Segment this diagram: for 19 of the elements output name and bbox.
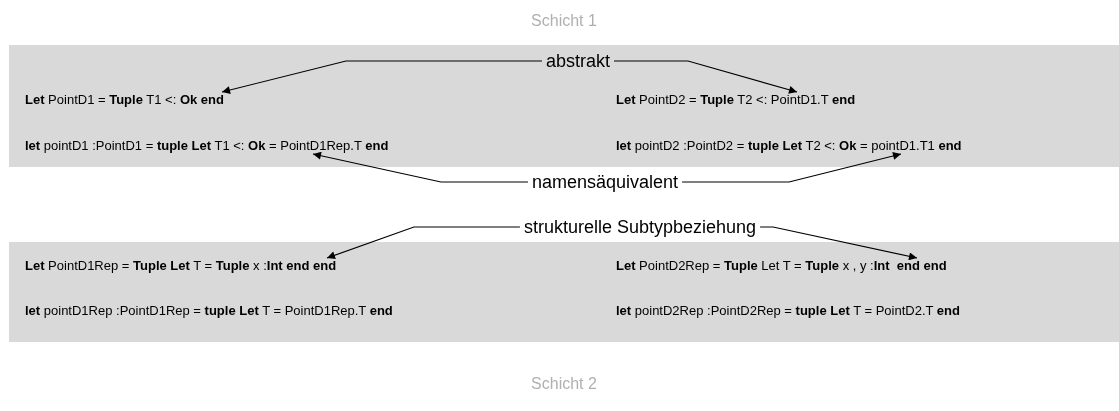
leader-arrow bbox=[326, 226, 521, 260]
layer-heading: Schicht 1 bbox=[531, 11, 597, 31]
leader-arrow bbox=[221, 60, 543, 94]
relation-label: abstrakt bbox=[542, 50, 614, 72]
layer-heading: Schicht 2 bbox=[531, 374, 597, 394]
code-line: let pointD1Rep :PointD1Rep = tuple Let T = PointD1Rep.T end bbox=[25, 303, 393, 319]
code-line: let pointD1 :PointD1 = tuple Let T1 <: Ok = PointD1Rep.T end bbox=[25, 138, 389, 154]
leader-arrow bbox=[312, 151, 529, 183]
code-line: Let PointD1 = Tuple T1 <: Ok end bbox=[25, 92, 224, 108]
relation-label: namensäquivalent bbox=[527, 171, 683, 193]
code-line: Let PointD2 = Tuple T2 <: PointD1.T end bbox=[616, 92, 856, 108]
leader-arrow bbox=[681, 152, 902, 183]
code-line: let pointD2Rep :PointD2Rep = tuple Let T = PointD2.T end bbox=[616, 303, 960, 319]
relation-label: strukturelle Subtypbeziehung bbox=[519, 216, 761, 238]
code-line: Let PointD2Rep = Tuple Let T = Tuple x , y :Int end end bbox=[616, 258, 947, 274]
code-line: Let PointD1Rep = Tuple Let T = Tuple x :Int end end bbox=[25, 258, 337, 274]
leader-arrow bbox=[613, 60, 798, 94]
code-line: let pointD2 :PointD2 = tuple Let T2 <: Ok = pointD1.T1 end bbox=[616, 138, 962, 154]
leader-arrow bbox=[759, 226, 918, 261]
